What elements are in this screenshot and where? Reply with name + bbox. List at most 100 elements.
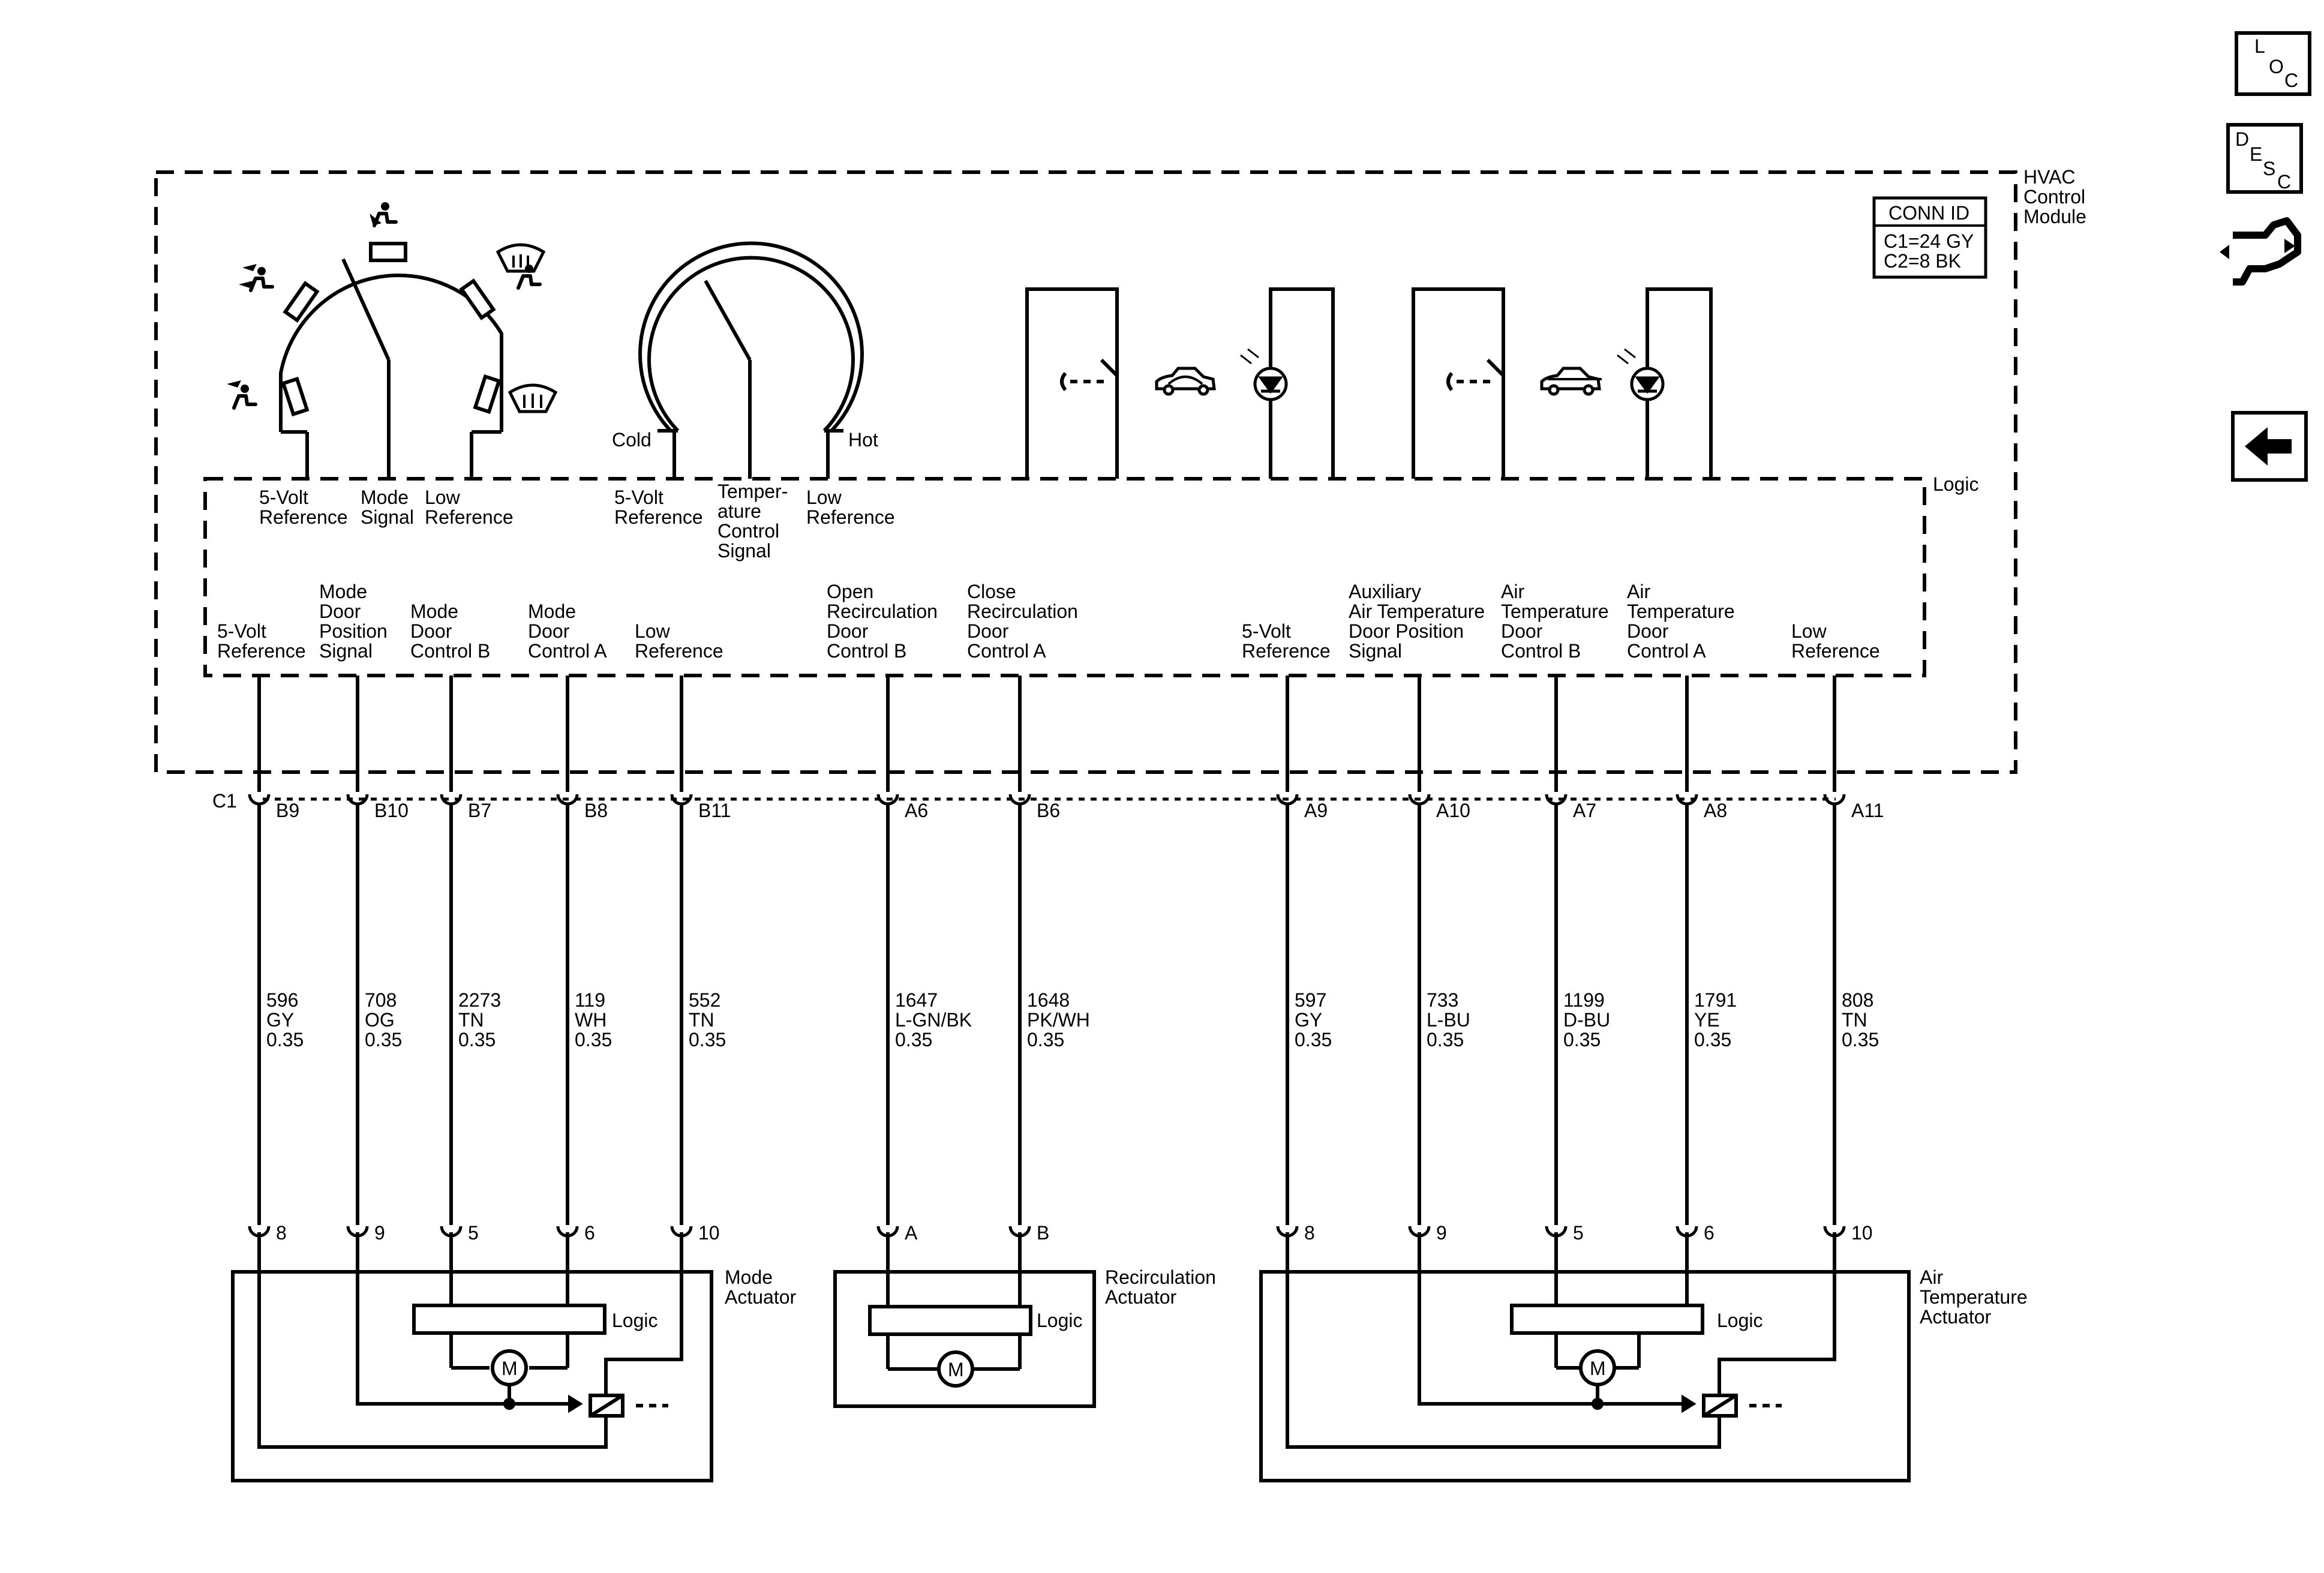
recirculation-actuator <box>833 1270 1096 1408</box>
svg-text:Actuator: Actuator <box>725 1286 797 1308</box>
connector-cavity <box>1823 794 1846 806</box>
svg-text:HVAC: HVAC <box>2023 166 2076 188</box>
mode-actuator <box>231 1241 713 1482</box>
desc-letter-e: E <box>2250 143 2262 165</box>
wire-id-label: 0.35 <box>1694 1029 1731 1050</box>
connector-pin-label: A9 <box>1304 800 1328 821</box>
wire-id-label: L-GN/BK <box>895 1009 972 1031</box>
circuit-function-label: Door <box>1627 620 1669 642</box>
nav-desc-button[interactable]: D E S C <box>2226 123 2303 194</box>
module-title: HVAC Control Module <box>2023 166 2086 227</box>
svg-text:Cold: Cold <box>612 429 651 451</box>
wire-id-label: 0.35 <box>895 1029 932 1050</box>
svg-text:Control: Control <box>2023 186 2085 208</box>
wire-id-label: 0.35 <box>1563 1029 1601 1050</box>
svg-text:5-Volt: 5-Volt <box>614 487 663 508</box>
connector-cavity <box>1276 794 1299 806</box>
circuit-function-label: Air Temperature <box>1349 601 1485 622</box>
conn-id-box: CONN ID C1=24 GY C2=8 BK <box>1872 196 1987 279</box>
connector-pin-label: B9 <box>276 800 299 821</box>
circuit-function-label: Door <box>319 601 361 622</box>
circuit-function-label: Control A <box>528 640 607 662</box>
connector-end-view-icon[interactable] <box>2220 217 2301 286</box>
logic-box <box>203 477 1926 677</box>
recirculation-car-icon <box>1157 368 1214 394</box>
circuit-function-label: Mode <box>528 601 576 622</box>
wire-id-label: OG <box>365 1009 395 1031</box>
wire-id-label: GY <box>1295 1009 1322 1031</box>
connector-c1-label: C1 <box>212 790 237 812</box>
connector-cavity <box>346 794 369 806</box>
svg-text:Reference: Reference <box>259 506 348 528</box>
wire-id-label: 808 <box>1842 989 1873 1011</box>
svg-text:ature: ature <box>717 500 761 522</box>
circuit-function-label: Door <box>827 620 869 642</box>
loc-letter-l: L <box>2254 35 2265 57</box>
floor-icon <box>370 202 396 226</box>
circuit-function-label: Door Position <box>1349 620 1464 642</box>
left-arrow-icon <box>2245 427 2292 466</box>
connector-cavity <box>876 794 899 806</box>
temperature-switch <box>638 241 864 479</box>
outside-air-indicator-led <box>1617 348 1665 401</box>
circuit-function-label: Door <box>528 620 570 642</box>
loc-letter-o: O <box>2269 56 2284 77</box>
connector-pin-label: B8 <box>584 800 608 821</box>
svg-text:5-Volt: 5-Volt <box>259 487 308 508</box>
svg-text:Low: Low <box>425 487 461 508</box>
temperature-switch-labels: Cold Hot 5-Volt Reference Temper- ature … <box>612 429 895 562</box>
circuit-function-label: Door <box>967 620 1009 642</box>
terminal-label: 9 <box>374 1222 385 1244</box>
connector-pin-label: A7 <box>1573 800 1596 821</box>
module-outline <box>154 170 2017 774</box>
wire-id-label: 1199 <box>1563 989 1605 1011</box>
wire-id-label: 597 <box>1295 989 1326 1011</box>
defrost-icon <box>508 383 558 413</box>
outside-air-car-icon <box>1542 368 1599 394</box>
terminal-label: B <box>1037 1222 1049 1244</box>
circuit-function-label: Mode <box>319 581 367 602</box>
defog-icon <box>496 243 546 288</box>
air-temperature-actuator <box>1259 1241 1911 1482</box>
outside-air-switch <box>1412 287 1713 479</box>
wire-id-label: 0.35 <box>689 1029 726 1050</box>
circuit-function-label: Reference <box>217 640 306 662</box>
connector-pin-label: B10 <box>374 800 409 821</box>
svg-text:Hot: Hot <box>848 429 878 451</box>
wire-id-label: D-BU <box>1563 1009 1610 1031</box>
wire-id-label: 733 <box>1427 989 1458 1011</box>
circuit-function-label: Recirculation <box>827 601 938 622</box>
logic-label: Logic <box>1933 473 1979 495</box>
terminal-label: 9 <box>1436 1222 1447 1244</box>
nav-loc-button[interactable]: L O C <box>2235 31 2311 96</box>
circuit-function-label: Control B <box>1501 640 1581 662</box>
wire-id-label: 0.35 <box>1842 1029 1879 1050</box>
circuit-function-label: Reference <box>635 640 723 662</box>
svg-text:Temperature: Temperature <box>1920 1286 2028 1308</box>
recirc-arrow-icon <box>1167 376 1203 385</box>
mode-switch-labels: 5-Volt Reference Mode Signal Low Referen… <box>259 487 514 528</box>
circuit-function-label: Temperature <box>1501 601 1609 622</box>
svg-text:Logic: Logic <box>1717 1310 1763 1331</box>
connector-pin-label: A10 <box>1436 800 1470 821</box>
circuit-function-label: Position <box>319 620 388 642</box>
back-arrow-button[interactable] <box>2231 411 2308 482</box>
circuit-function-label: Low <box>635 620 671 642</box>
circuit-function-label: Signal <box>1349 640 1402 662</box>
wire-id-label: 0.35 <box>365 1029 402 1050</box>
wire-id-label: 0.35 <box>458 1029 496 1050</box>
terminal-label: 8 <box>1304 1222 1315 1244</box>
connector-cavity <box>248 794 271 806</box>
terminal-label: 8 <box>276 1222 287 1244</box>
svg-text:Mode: Mode <box>725 1266 773 1288</box>
circuit-function-label: Reference <box>1242 640 1331 662</box>
circuit-function-label: Close <box>967 581 1016 602</box>
